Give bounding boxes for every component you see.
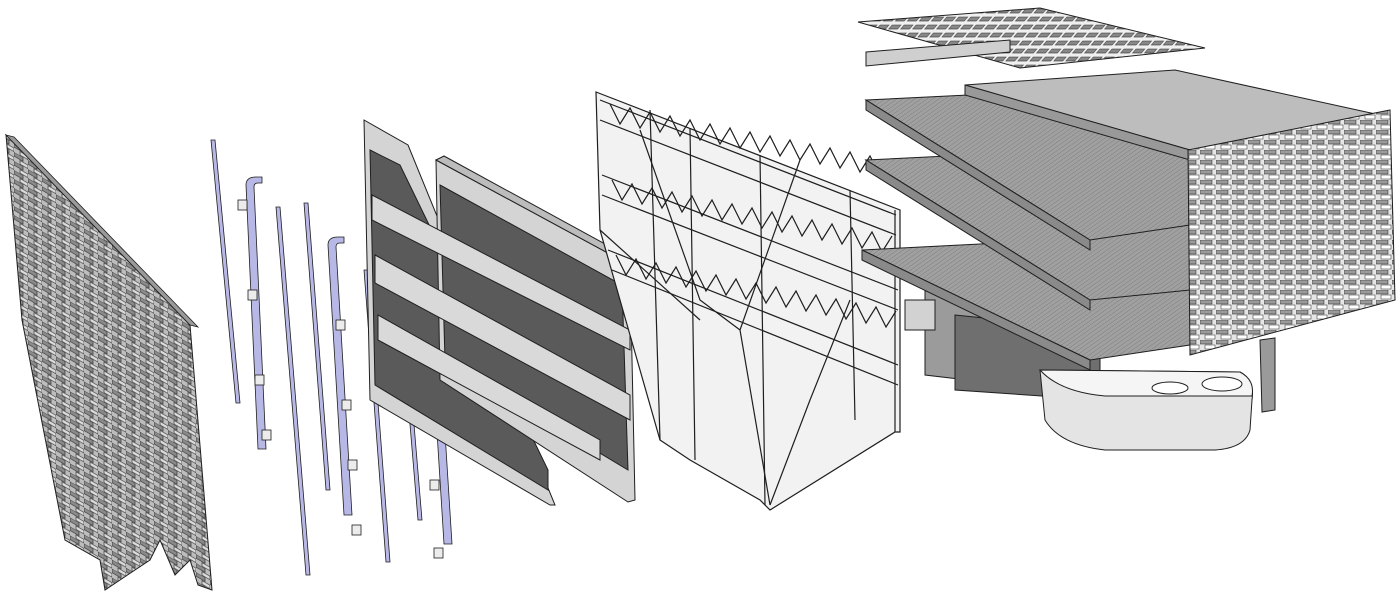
valve-box <box>347 459 358 471</box>
brace <box>639 129 771 506</box>
truss-frame-layer <box>595 91 901 511</box>
valve-box <box>247 289 258 301</box>
column <box>689 127 696 461</box>
valve-box <box>341 399 352 411</box>
column <box>649 109 661 441</box>
truss-chord <box>607 249 899 366</box>
truss-chord <box>601 194 899 311</box>
column <box>759 154 766 506</box>
podium-opening <box>1151 381 1189 395</box>
floor-slab-edge <box>861 249 1091 371</box>
spandrel-band <box>377 314 601 461</box>
roof-plant-box <box>865 39 1011 67</box>
podium-top <box>1038 369 1253 397</box>
spandrel-band <box>371 194 631 351</box>
cladding-screen-layer <box>4 133 213 591</box>
truss-chord <box>601 174 899 291</box>
pipe-riser <box>303 202 331 491</box>
core-wall-light <box>904 299 936 331</box>
pipe-bend <box>327 236 353 516</box>
curtain-wall-layer <box>363 119 640 506</box>
valve-box <box>351 524 362 536</box>
valve-box <box>429 479 440 491</box>
valve-box <box>237 199 248 211</box>
facade-screen <box>1187 109 1396 356</box>
spandrel-band <box>374 254 631 421</box>
valve-box <box>335 319 346 331</box>
brace <box>769 299 851 506</box>
truss-chord <box>611 269 899 386</box>
floor-slab-edge <box>865 99 1091 251</box>
truss-diagonals <box>609 103 891 178</box>
floor-slab-edge <box>865 159 1091 311</box>
pipe-riser <box>210 139 241 404</box>
truss-diagonals <box>611 179 893 254</box>
podium-opening <box>1201 376 1243 392</box>
brace <box>739 159 801 331</box>
brace <box>599 229 701 321</box>
valve-box <box>254 374 265 386</box>
frame-outline <box>595 91 901 511</box>
cladding-edge <box>4 134 200 328</box>
building-core-layer <box>857 7 1396 451</box>
column <box>849 189 856 421</box>
valve-box <box>433 547 444 559</box>
truss-chord <box>599 119 897 236</box>
pipe-riser <box>275 206 311 576</box>
truss-chord <box>599 99 897 216</box>
facade-side <box>1259 337 1276 413</box>
cladding-panel <box>5 133 213 591</box>
pipe-bend <box>245 176 267 450</box>
valve-box <box>261 429 272 441</box>
